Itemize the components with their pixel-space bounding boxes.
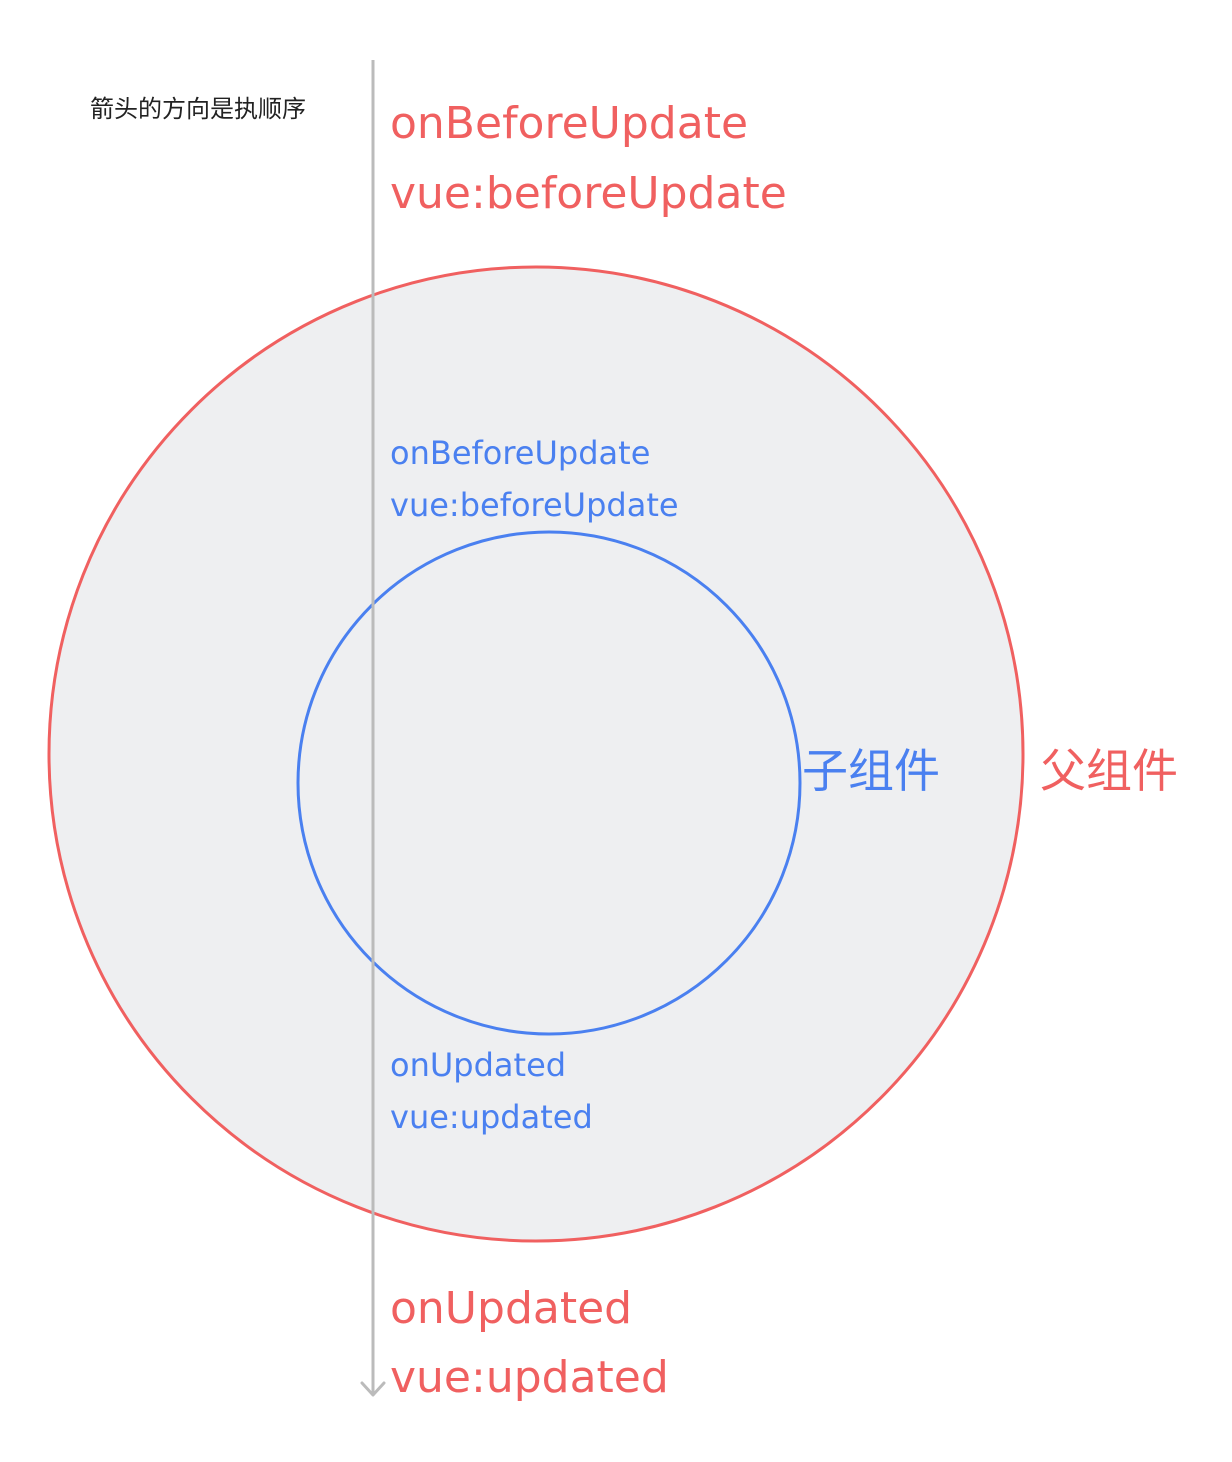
- child-before-hook-composition: onBeforeUpdate: [390, 434, 651, 472]
- child-component-label: 子组件: [802, 744, 940, 798]
- child-after-hook-composition: onUpdated: [390, 1046, 567, 1084]
- child-after-hook-vnode: vue:updated: [390, 1098, 593, 1136]
- parent-after-hook-vnode: vue:updated: [390, 1352, 669, 1403]
- child-component-circle: [296, 530, 802, 1036]
- child-before-hook-vnode: vue:beforeUpdate: [390, 486, 679, 524]
- arrow-head-icon: [360, 1381, 386, 1397]
- parent-before-hook-vnode: vue:beforeUpdate: [390, 168, 787, 219]
- parent-after-hook-composition: onUpdated: [390, 1283, 633, 1334]
- execution-order-note: 箭头的方向是执顺序: [90, 95, 306, 123]
- parent-before-hook-composition: onBeforeUpdate: [390, 98, 749, 149]
- parent-component-circle: [47, 265, 1025, 1243]
- parent-component-label: 父组件: [1040, 744, 1178, 798]
